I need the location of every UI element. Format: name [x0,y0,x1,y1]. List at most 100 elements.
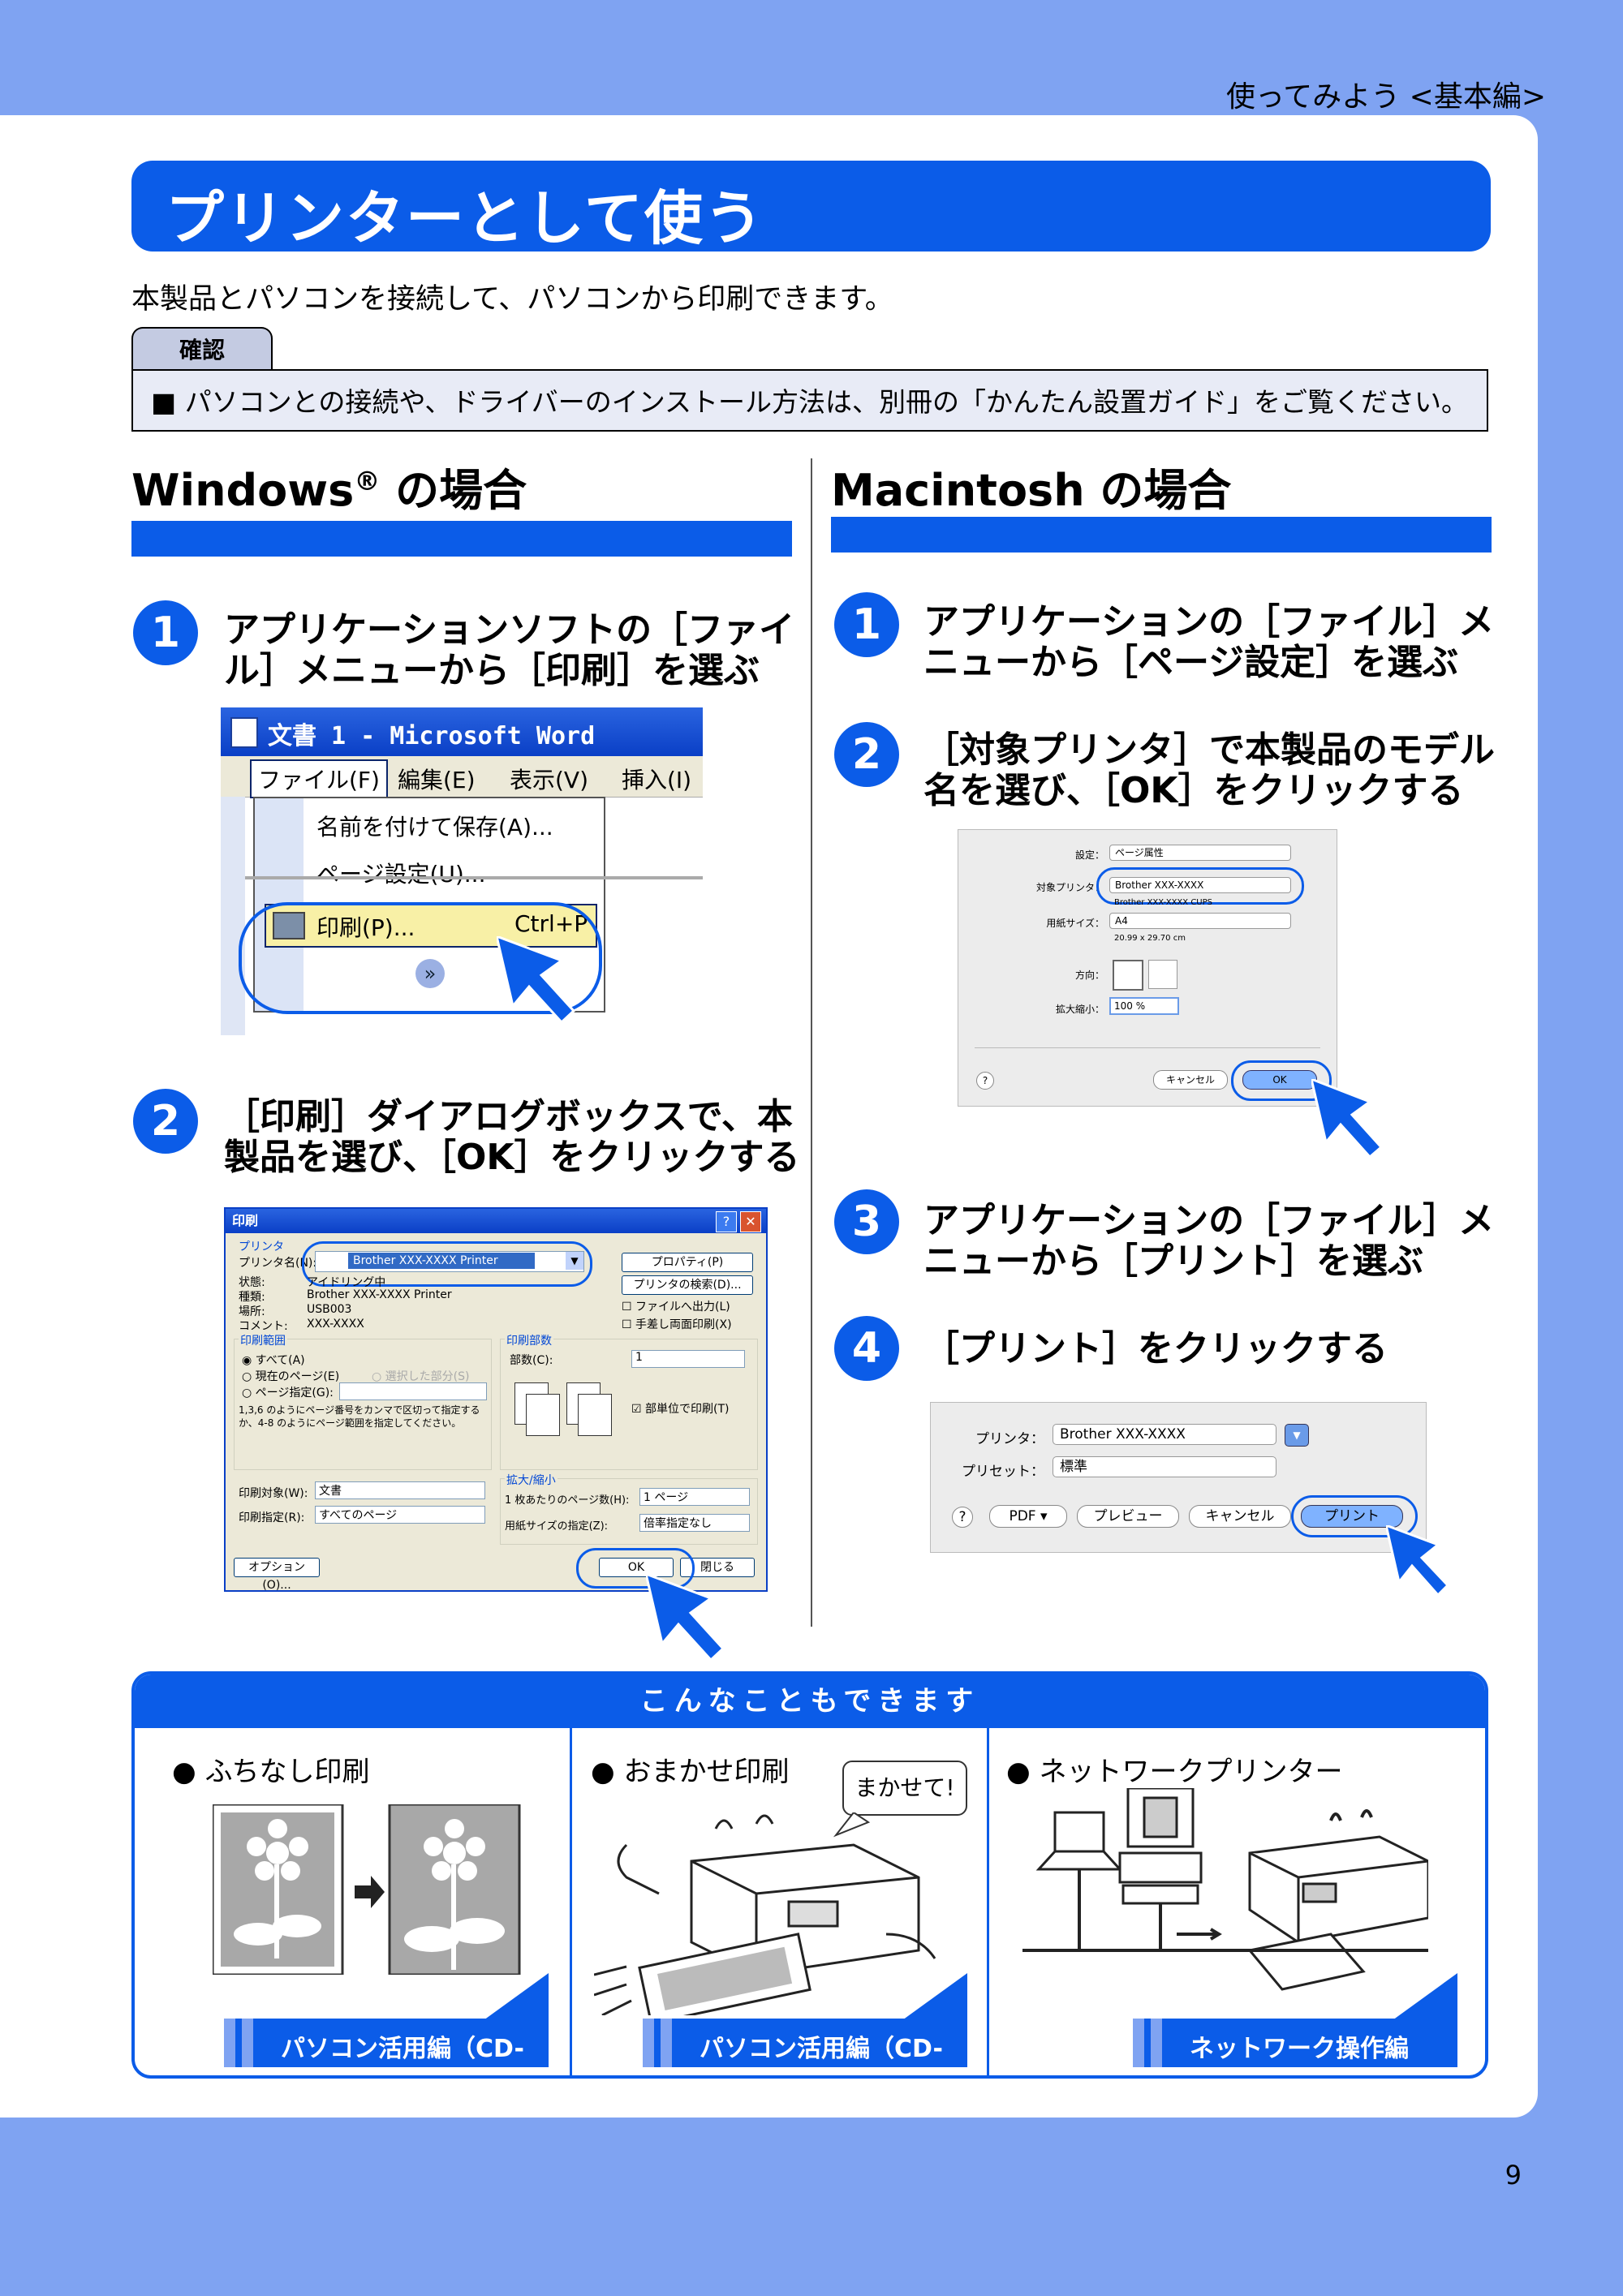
manual-duplex-label: 手差し両面印刷(X) [635,1318,732,1331]
mac-step-2-number: 2 [834,722,899,787]
format-highlight-ellipse [1096,867,1304,905]
copies-input[interactable]: 1 [631,1350,745,1368]
menu-insert[interactable]: 挿入(I) [622,767,692,793]
cancel-button-mac[interactable]: キャンセル [1153,1070,1228,1090]
menu-item-save-as[interactable]: 名前を付けて保存(A)... [316,814,553,841]
range-selection-radio[interactable]: ○ 選択した部分(S) [372,1370,470,1383]
menu-view[interactable]: 表示(V) [510,767,589,793]
menu-item-page-setup[interactable]: ページ設定(U)... [316,861,486,888]
manual-duplex-checkbox[interactable]: ☐ 手差し両面印刷(X) [622,1318,732,1331]
borderless-illustration [213,1804,521,1975]
range-current-radio[interactable]: ○ 現在のページ(E) [242,1370,340,1383]
print-what-value: 文書 [319,1485,342,1498]
network-illustration [1022,1788,1428,1991]
zoom-group-label: 拡大/縮小 [505,1472,558,1488]
menu-item-print: 印刷(P)... [316,914,415,941]
pages-per-sheet-select[interactable]: 1 ページ [639,1488,750,1506]
mac-help-button[interactable]: ? [952,1507,973,1528]
print-value: すべてのページ [319,1509,398,1522]
ribbon-strip [1133,2019,1457,2067]
printer-group-label: プリンタ [239,1240,284,1253]
options-button[interactable]: オプション(O)... [234,1558,320,1590]
windows-step-2-number: 2 [133,1089,198,1154]
windows-step-2-text: ［印刷］ダイアログボックスで、本製品を選び、［OK］をクリックする [224,1096,800,1178]
location-value: USB003 [307,1303,352,1316]
pdf-button[interactable]: PDF ▾ [989,1505,1067,1528]
scale-select[interactable]: 倍率指定なし [639,1514,750,1532]
format-for-label: 対象プリンタ： [1035,882,1104,893]
print-dialog-titlebar: 印刷 [226,1209,766,1233]
column-divider [811,458,812,1627]
mac-step-2-text: ［対象プリンタ］で本製品のモデル名を選び、［OK］をクリックする [923,729,1495,811]
windows-heading-bar [131,521,792,557]
page-title-bar: プリンターとして使う [131,161,1491,252]
copies-label: 部数(C): [510,1354,553,1367]
paper-size-select[interactable]: A4 [1109,913,1291,929]
collate-checkbox[interactable]: ☑ 部単位で印刷(T) [631,1403,730,1416]
print-label: 印刷指定(R): [239,1511,305,1524]
help-icon[interactable]: ? [716,1211,737,1232]
windows-step-1-text: アプリケーションソフトの［ファイル］メニューから［印刷］を選ぶ [224,609,795,691]
mac-preset-select[interactable]: 標準 [1053,1456,1276,1477]
scale-input-value: 100 % [1114,1000,1146,1012]
ribbon-label-2: パソコン活用編（CD-ROM） [700,2035,943,2075]
preview-button[interactable]: プレビュー [1077,1505,1179,1528]
mac-printer-select[interactable]: Brother XXX-XXXX [1053,1424,1276,1445]
menu-file[interactable]: ファイル(F) [250,759,388,798]
printer-select[interactable]: Brother XXX-XXXX Printer ▼ [315,1251,584,1272]
collate-page-icon-2 [526,1394,560,1436]
range-note: 1,3,6 のようにページ番号をカンマで区切って指定するか、4-8 のようにペー… [239,1404,480,1429]
disclosure-icon[interactable]: ▼ [1285,1424,1309,1447]
print-dialog-title: 印刷 [232,1213,259,1228]
scale-input[interactable]: 100 % [1109,997,1179,1015]
more-features-box: こんなこともできます ● ふちなし印刷 パソコン活用編（CD-ROM [131,1671,1488,2079]
range-pages-input[interactable] [339,1382,487,1400]
close-icon[interactable]: ✕ [740,1211,761,1232]
print-button[interactable]: プリント [1301,1505,1403,1528]
properties-button[interactable]: プロパティ(P) [622,1253,753,1272]
mascot-printer-illustration [594,1812,936,2015]
section-header: 使ってみよう <基本編> [1226,80,1546,114]
word-titlebar: 文書 1 - Microsoft Word [221,707,703,756]
collate-page-icon-4 [578,1394,612,1436]
ribbon-pc-guide-2: パソコン活用編（CD-ROM） [643,1973,967,2075]
range-pages-radio[interactable]: ○ ページ指定(G): [242,1387,334,1400]
word-menubar: ファイル(F) 編集(E) 表示(V) 挿入(I) [221,756,703,798]
menu-edit[interactable]: 編集(E) [398,767,476,793]
range-all-radio[interactable]: ◉ すべて(A) [242,1354,305,1367]
portrait-icon[interactable] [1113,960,1143,991]
auto-print-title: ● おまかせ印刷 [591,1756,790,1788]
help-button[interactable]: ? [976,1072,994,1090]
type-value: Brother XXX-XXXX Printer [307,1288,452,1301]
ribbon-stripe [1151,2019,1162,2067]
landscape-icon[interactable] [1148,960,1177,989]
mac-cancel-button[interactable]: キャンセル [1189,1505,1291,1528]
ribbon-stripe [242,2019,253,2067]
expand-menu-icon[interactable]: » [415,959,445,988]
confirm-note: ■ パソコンとの接続や、ドライバーのインストール方法は、別冊の「かんたん設置ガイ… [131,369,1488,432]
settings-select[interactable]: ページ属性 [1109,845,1291,861]
mac-preset-value: 標準 [1060,1459,1087,1475]
ok-button[interactable]: OK [599,1558,674,1577]
ribbon-stripe [661,2019,672,2067]
print-to-file-label: ファイルへ出力(L) [635,1301,730,1314]
print-to-file-checkbox[interactable]: ☐ ファイルへ出力(L) [622,1301,730,1314]
mac-printer-label: プリンタ： [975,1431,1044,1447]
find-printer-button[interactable]: プリンタの検索(D)... [622,1275,753,1295]
network-printer-title: ● ネットワークプリンター [1006,1756,1343,1788]
printer-highlight-ellipse [302,1241,592,1287]
ribbon-strip [224,2019,549,2067]
registered-mark: ® [354,466,381,497]
ok-button-mac[interactable]: OK [1242,1070,1317,1090]
format-for-select[interactable]: Brother XXX-XXXX [1109,877,1291,893]
ok-highlight-ellipse [576,1548,695,1589]
print-what-select[interactable]: 文書 [315,1481,485,1499]
mac-step-1-text: アプリケーションの［ファイル］メニューから［ページ設定］を選ぶ [923,601,1495,683]
mac-heading: Macintosh の場合 [831,465,1232,516]
range-pages-label: ページ指定(G): [255,1387,334,1400]
feature-divider-2 [987,1728,989,2075]
print-select[interactable]: すべてのページ [315,1506,485,1524]
page-title: プリンターとして使う [166,184,764,252]
ribbon-stripe [224,2019,235,2067]
